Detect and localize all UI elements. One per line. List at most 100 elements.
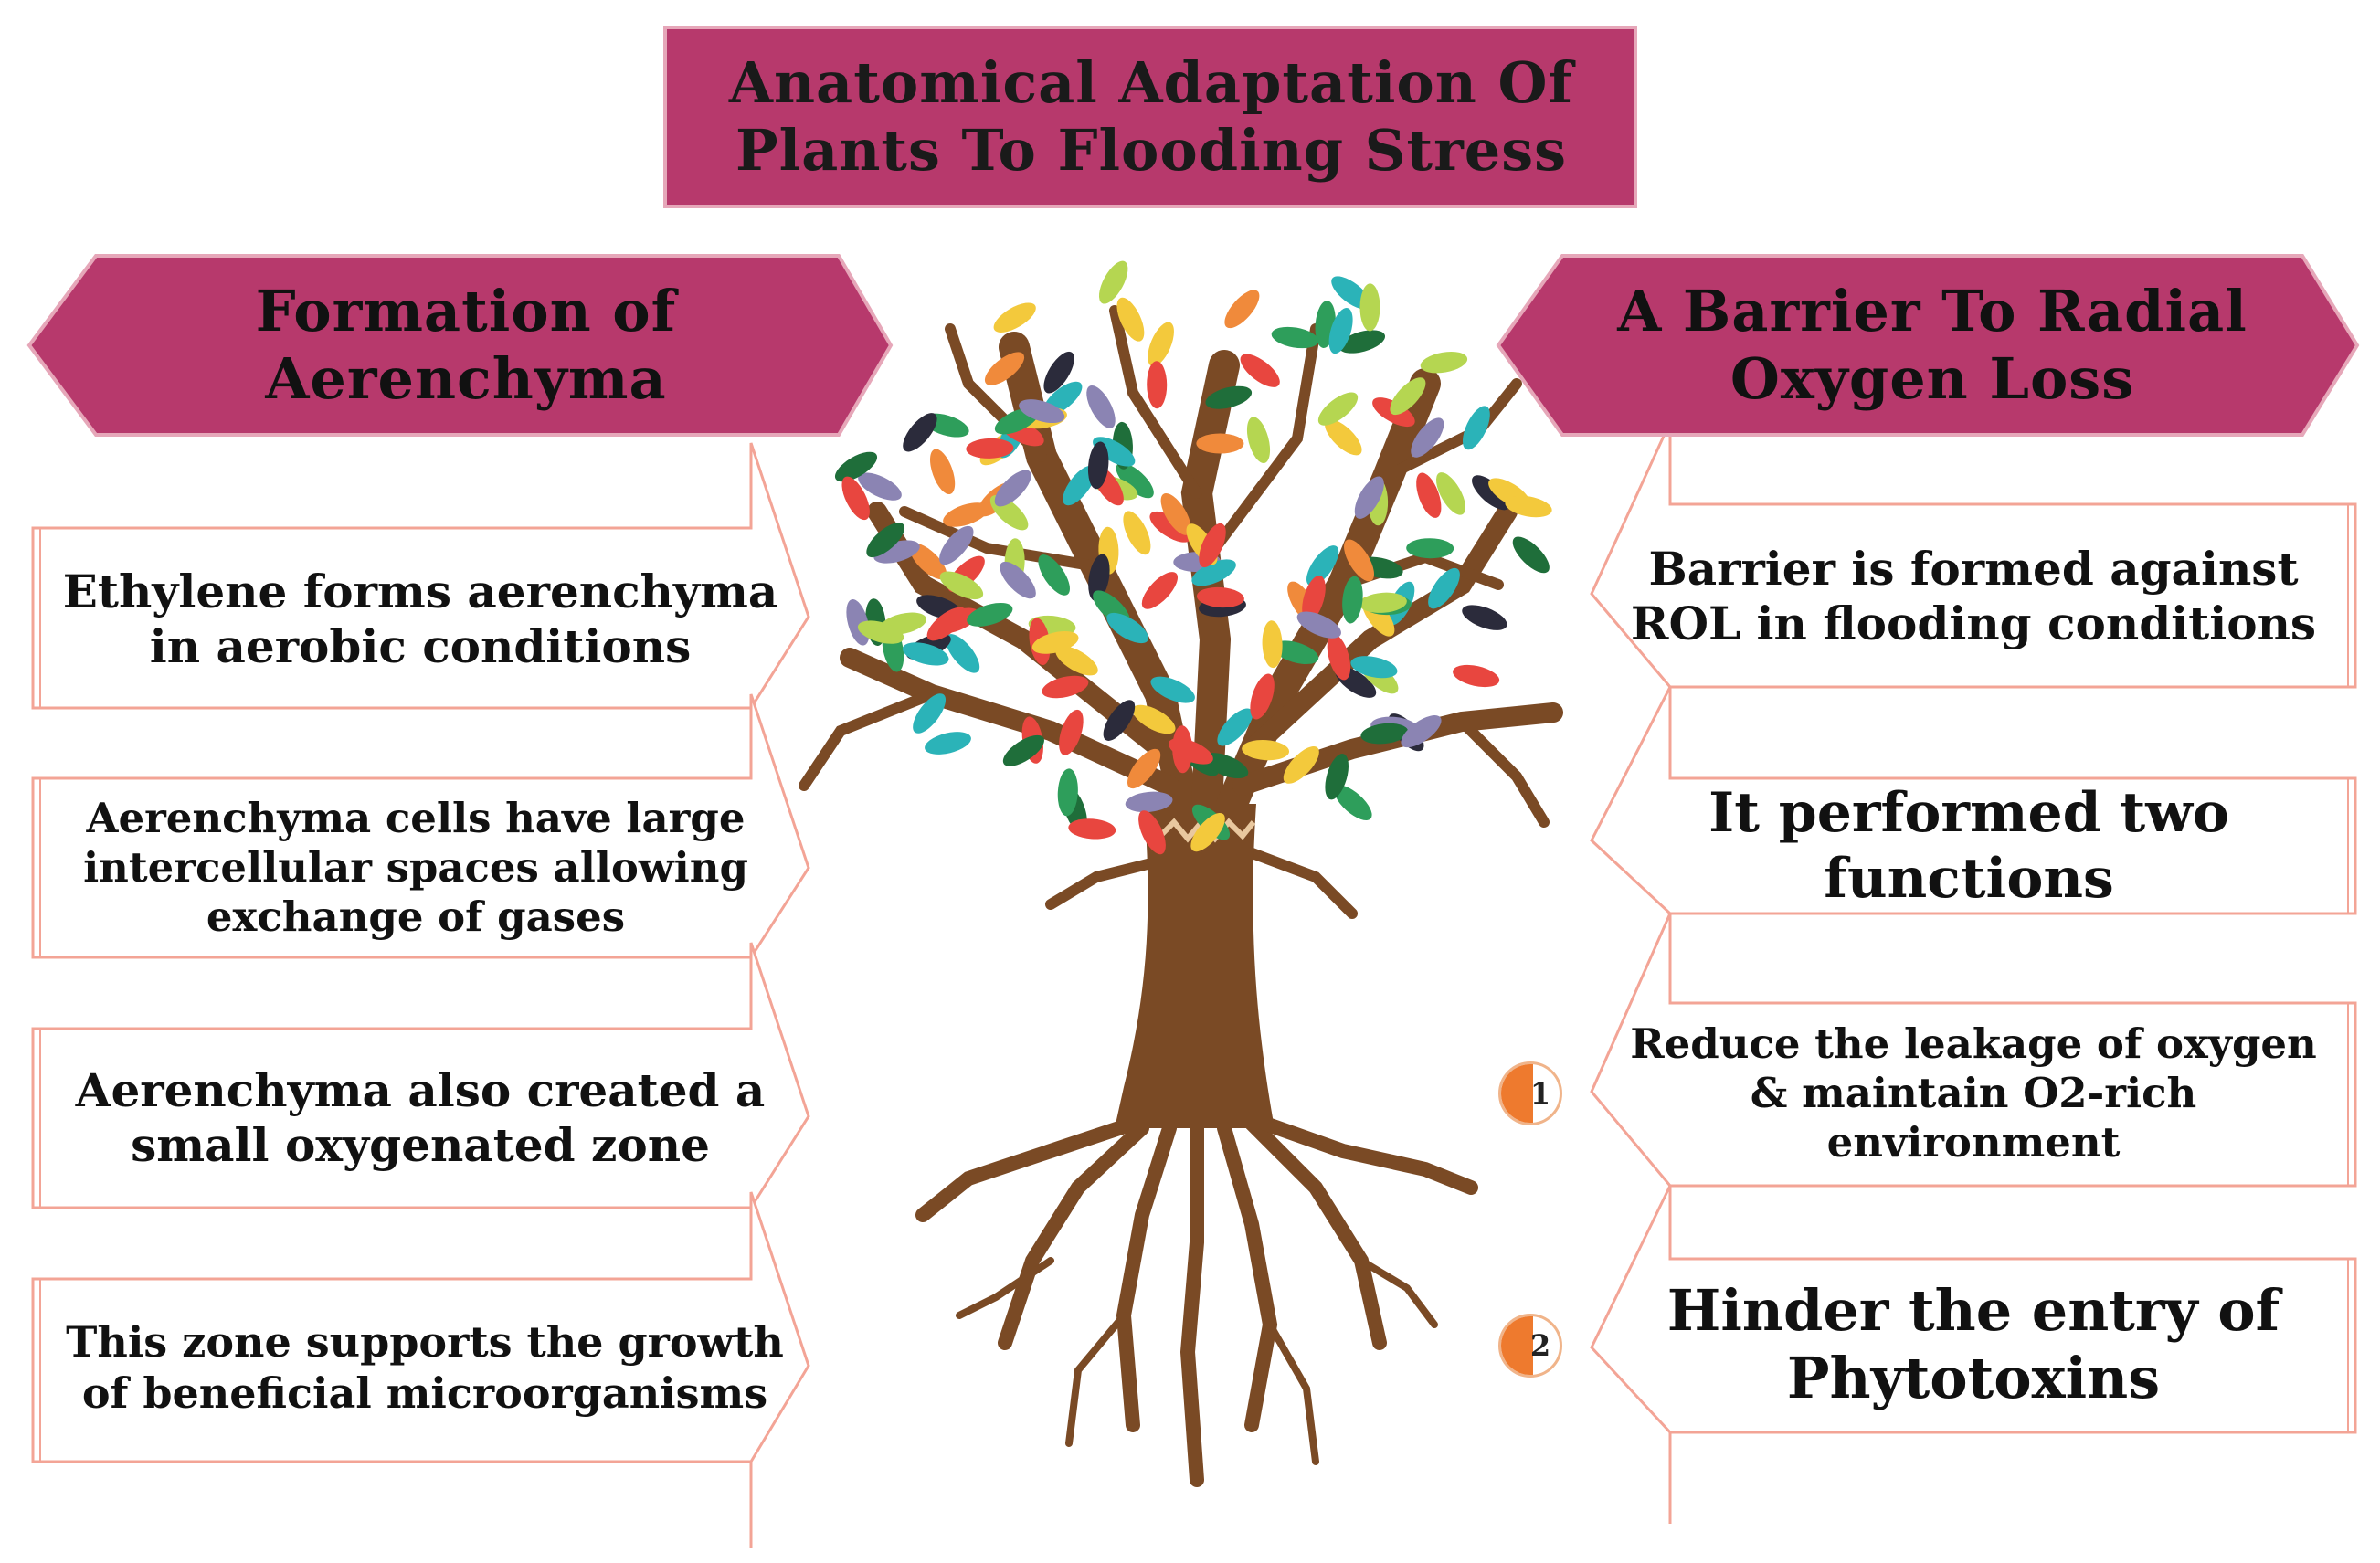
tree-leaf	[1462, 605, 1507, 630]
left-header-shape	[26, 254, 894, 437]
tree-leaf	[1344, 539, 1374, 582]
tree-leaf	[903, 413, 937, 452]
tree-leaf	[1401, 715, 1442, 748]
tree-leaf	[1196, 433, 1244, 454]
tree-leaf	[1246, 417, 1271, 463]
right-item-4: Hinder the entry of Phytotoxins	[1666, 1276, 2280, 1411]
right-header-title: A Barrier To Radial Oxygen Loss	[1617, 277, 2248, 412]
right-box-4-shape	[1590, 1185, 2357, 1524]
tree-leaf	[1042, 675, 1089, 699]
tree-leaf	[1296, 611, 1341, 639]
tree-root	[1065, 1312, 1127, 1447]
tree-root	[1266, 1321, 1319, 1465]
tree-leaf	[1302, 575, 1326, 622]
right-header-shape	[1496, 254, 2360, 437]
right-item-3: Reduce the leakage of oxygen & maintain …	[1630, 1019, 2317, 1167]
tree-leaf	[1002, 734, 1044, 766]
tree-root	[1244, 1116, 1387, 1350]
tree-leaf	[1512, 536, 1550, 574]
tree-leaf	[1435, 472, 1466, 515]
tree-leaf	[1411, 417, 1444, 458]
tree-leaf	[1283, 746, 1319, 784]
right-box-2-shape	[1590, 686, 2357, 915]
tree-branch	[1242, 502, 1518, 759]
right-item-2: It performed two functions	[1708, 781, 2229, 911]
tree-leaf	[1453, 664, 1500, 688]
tree-leaf	[1098, 260, 1128, 304]
right-box-3-shape	[1590, 913, 2357, 1188]
tree-leaf	[1019, 399, 1065, 424]
tree-leaf	[1116, 297, 1145, 342]
tree-root	[1258, 1116, 1478, 1195]
tree-leaf	[1169, 738, 1213, 765]
tree-branch	[1210, 323, 1321, 554]
tree-leaf	[1428, 567, 1460, 609]
tree-leaf	[1106, 612, 1148, 644]
number-badge-2: 2	[1498, 1314, 1562, 1378]
tree-leaf	[1359, 283, 1380, 332]
tree-branch	[1456, 716, 1550, 828]
tree-leaf	[1203, 753, 1249, 779]
right-item-1: Barrier is formed against ROL in floodin…	[1630, 541, 2317, 650]
tree-leaf	[1150, 676, 1195, 703]
tree-leaf	[1505, 495, 1552, 518]
left-item-3: Aerenchyma also created a small oxygenat…	[75, 1062, 766, 1172]
tree-leaf	[1250, 673, 1275, 720]
tree-leaf	[1420, 352, 1468, 374]
left-item-2: Aerenchyma cells have large intercellula…	[83, 793, 748, 941]
tree-leaves	[834, 260, 1552, 855]
tree-leaf	[1123, 511, 1151, 555]
tree-leaf	[1132, 704, 1176, 734]
left-box-3-shape	[31, 942, 810, 1209]
tree-branch	[799, 689, 937, 791]
tree-branch	[899, 506, 1102, 572]
tree-leaf	[1141, 572, 1178, 609]
tree-leaf	[1116, 462, 1154, 499]
tree-leaf	[1138, 810, 1166, 855]
tree-branch	[840, 648, 1179, 796]
tree-branch	[1109, 305, 1202, 499]
title-banner	[663, 26, 1637, 208]
tree-leaf	[1271, 326, 1319, 349]
tree-leaf	[1338, 330, 1386, 354]
tree-leaf	[1055, 646, 1098, 676]
tree-leaf	[1306, 545, 1339, 586]
tree-leaf	[1148, 322, 1174, 367]
tree-leaf	[1057, 768, 1078, 817]
tree-trunk	[1115, 804, 1275, 1128]
tree-leaf	[1191, 559, 1236, 586]
tree-leaf	[993, 302, 1036, 333]
tree-root	[915, 1116, 1140, 1222]
tree-leaf	[1342, 576, 1363, 624]
tree-leaf	[1068, 818, 1116, 840]
tree-leaf	[857, 620, 904, 644]
tree-leaf	[1242, 739, 1290, 761]
tree-leaf	[1390, 377, 1426, 416]
tree-leaf	[1038, 554, 1070, 596]
tree-leaf	[1240, 354, 1280, 387]
tree-leaf	[909, 543, 947, 580]
tree-leaf	[1087, 441, 1109, 490]
page-title: Anatomical Adaptation Of Plants To Flood…	[728, 48, 1574, 184]
tree-leaf	[1103, 700, 1136, 741]
tree-leaf	[1325, 419, 1362, 456]
tree-branch	[1237, 844, 1358, 919]
tree-root	[1116, 1121, 1177, 1432]
tree-leaf	[967, 602, 1013, 627]
tree-leaf	[858, 472, 902, 501]
tree-leaf	[1190, 812, 1225, 852]
tree-leaf	[1262, 620, 1283, 669]
tree-leaf	[946, 634, 980, 673]
tree-leaf	[1462, 406, 1490, 450]
tree-leaf	[1199, 523, 1226, 568]
tree-root	[956, 1257, 1054, 1319]
tree-leaf	[939, 571, 984, 600]
tree-leaf	[943, 502, 989, 527]
tree-leaf	[1272, 640, 1319, 665]
tree-leaf	[939, 525, 974, 565]
tree-leaf	[1059, 709, 1084, 755]
tree-leaf	[1205, 385, 1253, 409]
tree-leaf	[1360, 723, 1409, 745]
